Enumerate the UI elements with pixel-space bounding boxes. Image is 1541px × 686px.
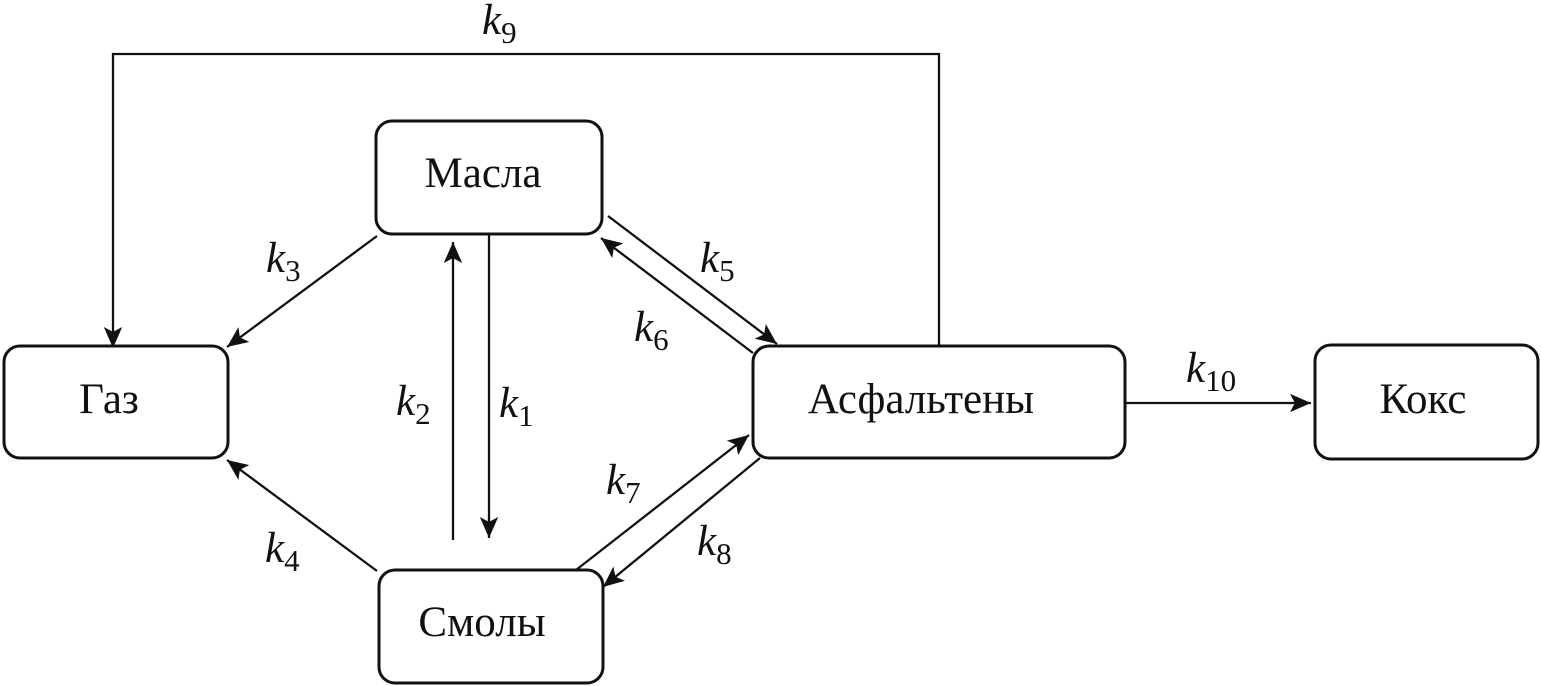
svg-text:k8: k8 (697, 518, 732, 571)
svg-text:k7: k7 (606, 457, 641, 510)
svg-text:Смолы: Смолы (418, 599, 545, 646)
svg-text:k6: k6 (634, 304, 669, 357)
svg-text:k2: k2 (396, 378, 431, 431)
svg-text:Газ: Газ (79, 376, 139, 423)
svg-text:k5: k5 (700, 235, 735, 288)
svg-text:k9: k9 (482, 0, 517, 50)
svg-text:Кокс: Кокс (1380, 376, 1467, 423)
svg-text:k4: k4 (265, 525, 300, 578)
svg-text:Масла: Масла (425, 150, 542, 197)
svg-text:k3: k3 (266, 235, 301, 288)
svg-text:k1: k1 (499, 380, 534, 433)
svg-text:k10: k10 (1186, 345, 1236, 398)
svg-text:Асфальтены: Асфальтены (808, 376, 1034, 423)
